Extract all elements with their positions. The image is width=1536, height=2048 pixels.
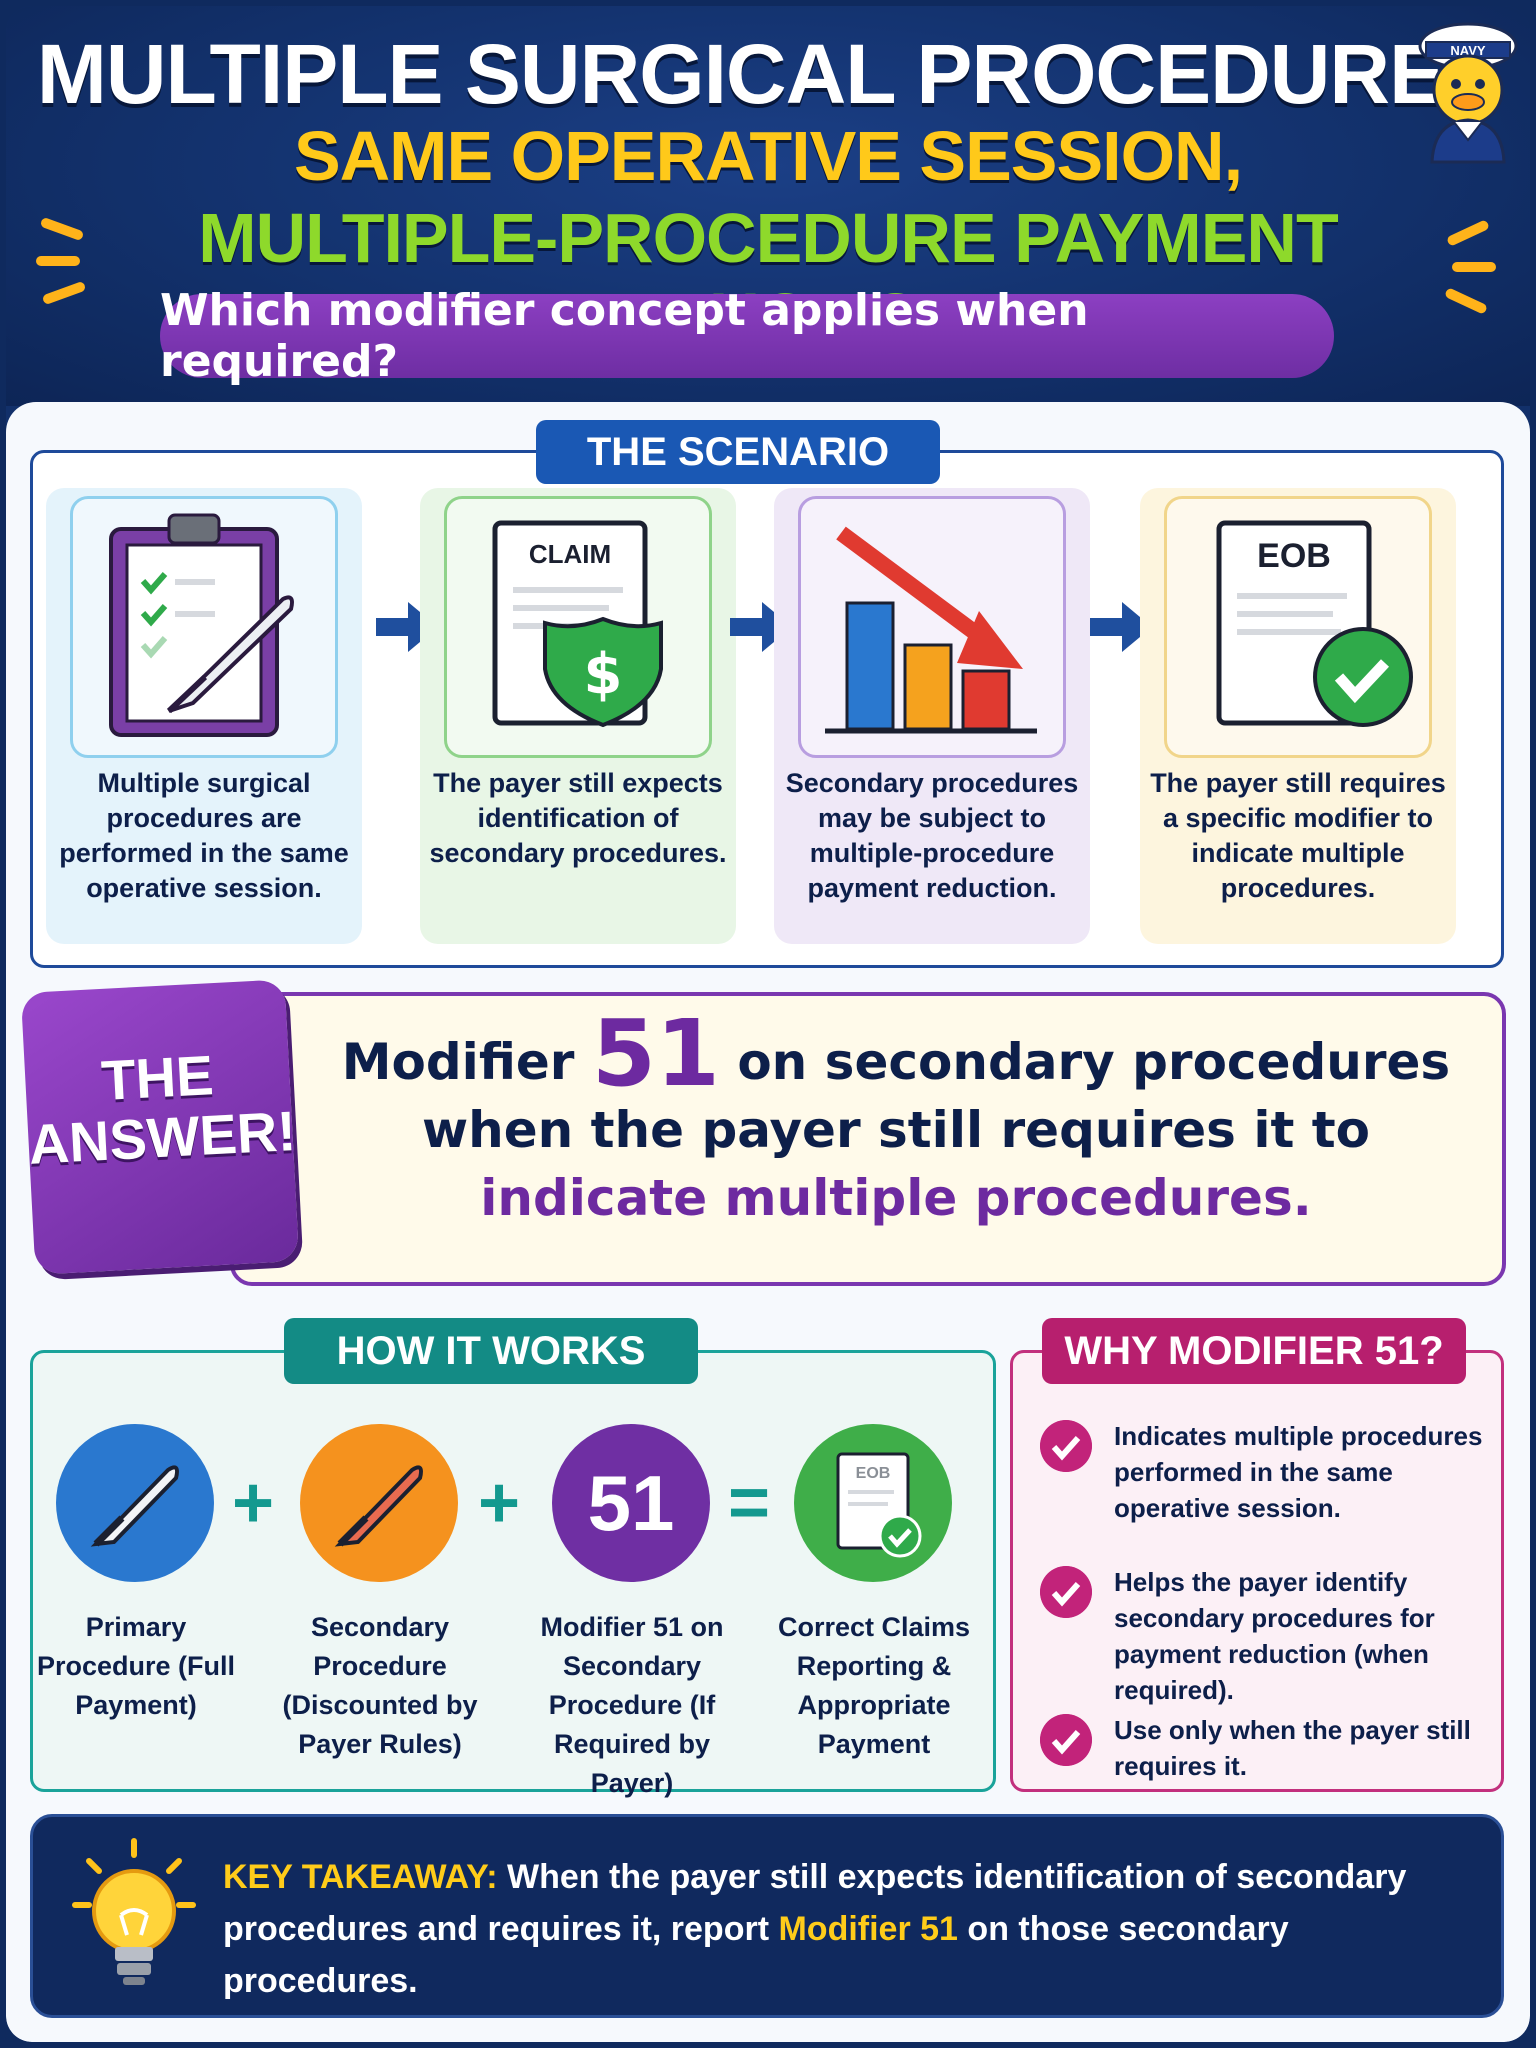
plus-operator: + (478, 1463, 521, 1543)
answer-badge-line2: ANSWER! (27, 1098, 298, 1176)
infographic-frame: MULTIPLE SURGICAL PROCEDURES SAME OPERAT… (6, 6, 1530, 2042)
primary-procedure-label: Primary Procedure (Full Payment) (36, 1612, 236, 1720)
eob-mini-label: EOB (856, 1465, 891, 1482)
key-takeaway-text1: When the payer still expects identificat… (223, 1858, 1407, 1948)
why-item: Indicates multiple procedures performed … (1040, 1418, 1490, 1538)
answer-modifier-number: 51 (591, 1000, 720, 1107)
why-item: Use only when the payer still requires i… (1040, 1712, 1490, 1792)
why-item: Helps the payer identify secondary proce… (1040, 1564, 1490, 1705)
burst-icon (1452, 262, 1496, 272)
answer-line2: when the payer still requires it to (421, 1101, 1371, 1159)
plus-operator: + (232, 1463, 275, 1543)
lightbulb-icon (72, 1838, 196, 1985)
eob-document-icon: EOB (1216, 520, 1413, 727)
why-item-text: Indicates multiple procedures performed … (1114, 1421, 1483, 1523)
why-item-text: Use only when the payer still requires i… (1114, 1715, 1471, 1781)
key-takeaway-section: KEY TAKEAWAY: When the payer still expec… (30, 1814, 1504, 2018)
header: MULTIPLE SURGICAL PROCEDURES SAME OPERAT… (6, 6, 1530, 406)
modifier-51-circle: 51 (552, 1424, 710, 1582)
mascot-cap-label: NAVY (1450, 43, 1485, 58)
title-line-2: SAME OPERATIVE SESSION, (293, 117, 1243, 195)
equals-operator: = (728, 1463, 771, 1543)
why-heading: WHY MODIFIER 51? (1042, 1318, 1466, 1384)
correct-payment-circle: EOB (794, 1424, 952, 1582)
key-takeaway-highlight: Modifier 51 (778, 1910, 958, 1948)
answer-line3: indicate multiple procedures. (480, 1169, 1312, 1227)
correct-payment-label: Correct Claims Reporting & Appropriate P… (777, 1612, 971, 1759)
scenario-step-3: Secondary procedures may be subject to m… (774, 488, 1090, 944)
why-modifier-51-section (1010, 1350, 1504, 1792)
answer-text: Modifier 51 on secondary procedures when… (296, 1008, 1496, 1232)
answer-badge: THE ANSWER! (20, 979, 300, 1275)
claim-label: CLAIM (529, 539, 611, 569)
check-circle-icon (1040, 1566, 1092, 1618)
primary-procedure-circle (56, 1424, 214, 1582)
check-circle-icon (1040, 1714, 1092, 1766)
scenario-step-1: Multiple surgical procedures are perform… (46, 488, 362, 944)
scenario-step-text: The payer still requires a specific modi… (1150, 768, 1446, 903)
duck-mascot-icon: NAVY (1418, 22, 1518, 164)
modifier-51-label: Modifier 51 on Secondary Procedure (If R… (540, 1612, 724, 1798)
secondary-procedure-label: Secondary Procedure (Discounted by Payer… (282, 1612, 478, 1759)
declining-bar-chart-icon (825, 526, 1037, 734)
dollar-badge: $ (584, 642, 623, 707)
scenario-step-text: Secondary procedures may be subject to m… (785, 768, 1079, 903)
secondary-procedure-circle (300, 1424, 458, 1582)
question-banner: Which modifier concept applies when requ… (160, 285, 1334, 387)
key-takeaway-text: KEY TAKEAWAY: When the payer still expec… (223, 1851, 1483, 2007)
scenario-step-2: CLAIM $ The payer still expects identifi… (420, 488, 736, 944)
title-line-1: MULTIPLE SURGICAL PROCEDURES (36, 27, 1500, 121)
scenario-step-text: Multiple surgical procedures are perform… (59, 768, 349, 903)
clipboard-scalpel-icon (109, 513, 294, 737)
key-takeaway-label: KEY TAKEAWAY: (223, 1858, 498, 1896)
why-item-text: Helps the payer identify secondary proce… (1114, 1567, 1435, 1705)
check-circle-icon (1040, 1420, 1092, 1472)
scenario-step-4: EOB The payer still requires a specific … (1140, 488, 1456, 944)
scalpel-icon (90, 1465, 179, 1547)
answer-part1: Modifier (341, 1033, 575, 1091)
claim-document-icon: CLAIM $ (492, 520, 663, 728)
scenario-step-text: The payer still expects identification o… (429, 768, 727, 868)
key-takeaway-text2: on those secondary procedures. (223, 1910, 1289, 2000)
scenario-heading: THE SCENARIO (536, 420, 940, 484)
modifier-51-badge: 51 (587, 1458, 675, 1547)
burst-icon (36, 256, 80, 266)
eob-check-icon: EOB (836, 1452, 922, 1558)
scalpel-icon (334, 1465, 423, 1547)
answer-part2: on secondary procedures (737, 1033, 1451, 1091)
how-it-works-heading: HOW IT WORKS (284, 1318, 698, 1384)
arrow-right-icon (1090, 602, 1152, 652)
eob-label: EOB (1257, 537, 1331, 575)
